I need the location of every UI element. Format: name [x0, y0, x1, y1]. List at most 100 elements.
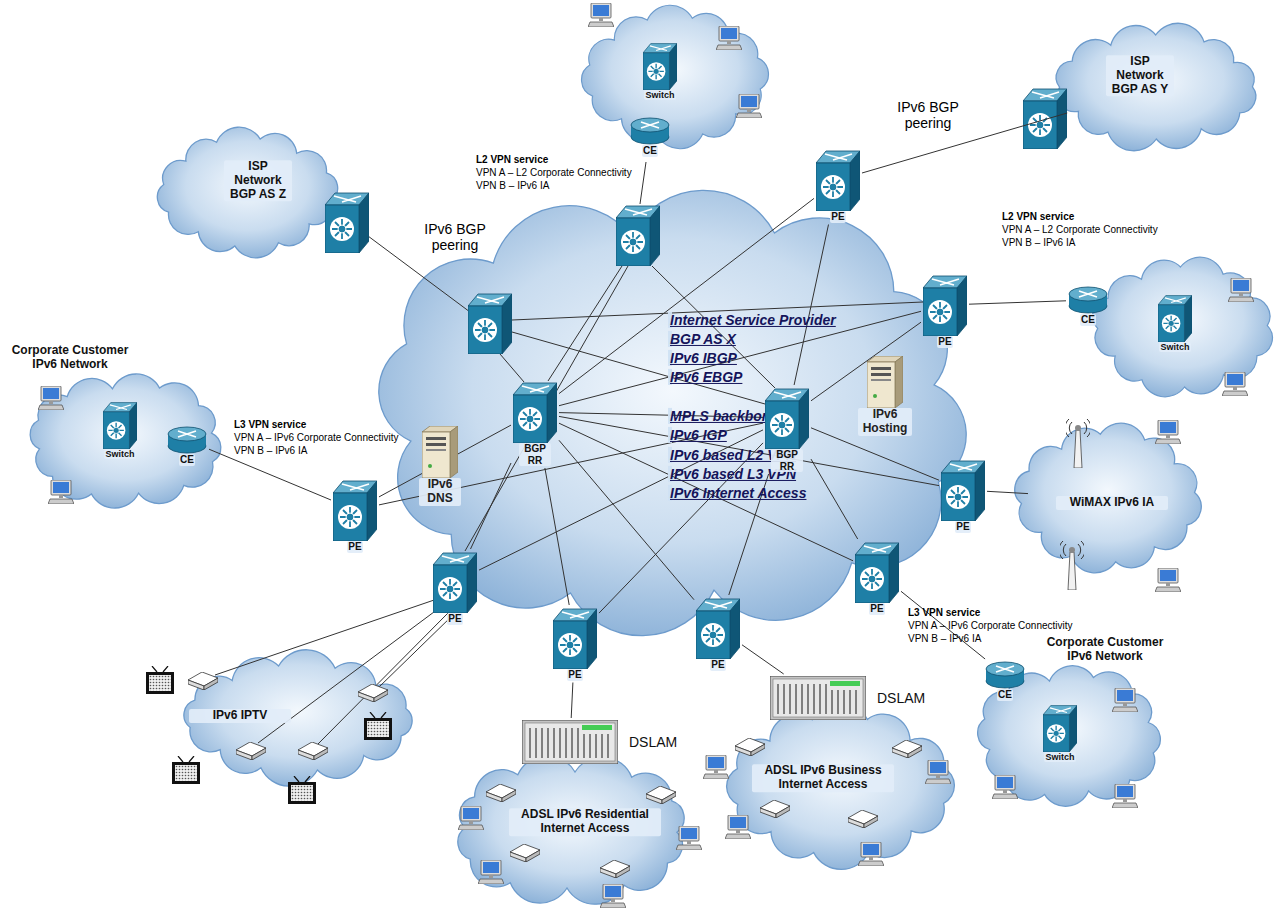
connector [742, 645, 784, 674]
device-label: CE [179, 454, 195, 466]
device-label: DSLAM [876, 690, 926, 706]
device-node: PE [696, 597, 740, 671]
cloud-outline [184, 650, 412, 786]
icon-use [1158, 296, 1192, 342]
cloud-label: ADSL IPv6 Business Internet Access [752, 764, 894, 792]
icon-use [867, 356, 903, 408]
cloud-outline [379, 190, 966, 635]
device-label: PE [447, 613, 462, 625]
sw-icon [433, 551, 477, 613]
pcs [38, 3, 1254, 908]
device-node: PE [816, 149, 860, 223]
cloud-label: IPv6 based L3 VPN [668, 466, 672, 482]
cloud-region: ISP Network BGP AS Z [150, 125, 345, 260]
cloud-label: BGP AS X [668, 331, 672, 347]
sw-icon [333, 479, 377, 541]
pc-icon [1228, 278, 1254, 302]
dslam-icon [770, 676, 866, 720]
cloud-label: Corporate Customer IPv6 Network [1039, 636, 1171, 664]
device-label: PE [567, 669, 582, 681]
device-label: PE [955, 521, 970, 533]
device-node: DSLAM [770, 676, 926, 720]
pc-icon [1222, 372, 1248, 396]
icon-use [770, 676, 866, 720]
device-label: DSLAM [628, 734, 678, 750]
pc-icon [588, 3, 614, 27]
dslam-icon [522, 720, 618, 764]
sw-icon [103, 401, 137, 449]
pc-icon [725, 815, 751, 839]
cloud-outline [1056, 23, 1256, 150]
device-node: PE [553, 607, 597, 681]
access-link [640, 162, 646, 204]
device-label: Switch [644, 90, 675, 100]
device-node: PE [941, 459, 985, 533]
cloud-outline [1093, 257, 1273, 397]
sw-icon [696, 597, 740, 659]
device-node: Switch [103, 401, 137, 459]
rt-icon [630, 117, 670, 145]
sw-icon [816, 149, 860, 211]
pc-icon [858, 842, 884, 866]
pc-icon [478, 860, 504, 884]
sw-icon [765, 387, 809, 449]
icon-use [1069, 287, 1107, 313]
pc-icon [716, 26, 742, 50]
device-node: CE [630, 117, 670, 157]
annotation: IPv6 BGP peering [419, 221, 491, 253]
connector [969, 301, 1066, 304]
cloud-outline [727, 703, 955, 870]
device-node: Switch [1158, 294, 1192, 352]
icon-use [1043, 706, 1077, 752]
iptv-link [378, 614, 454, 688]
pc-icon [600, 884, 626, 908]
icon-use [696, 599, 740, 659]
cloud-outline [157, 127, 337, 258]
device-label: PE [937, 336, 952, 348]
cloud-label: WiMAX IPv6 IA [1056, 496, 1168, 510]
device-label: PE [869, 603, 884, 615]
pc-icon [992, 775, 1018, 799]
device-label: BGP RR [771, 449, 803, 472]
device-node: Switch [1043, 704, 1077, 762]
device-label: CE [642, 145, 658, 157]
pc-icon [676, 826, 702, 850]
icon-use [433, 553, 477, 613]
connector [209, 449, 331, 500]
pc-icon [736, 94, 762, 118]
device-label: PE [830, 211, 845, 223]
device-label: BGP RR [519, 443, 551, 466]
device-node: BGP RR [513, 381, 557, 466]
device-node: PE [433, 551, 477, 625]
cloud-outline [458, 756, 684, 904]
icon-use [103, 403, 137, 449]
cloud-region: Corporate Customer IPv6 NetworkSwitchCE [4, 343, 236, 513]
cloud-label: Corporate Customer IPv6 Network [4, 344, 136, 372]
tv-icon [172, 756, 200, 784]
icon-use [986, 662, 1024, 688]
srv-icon [867, 356, 903, 408]
device-label: IPv6 Hosting [858, 408, 912, 436]
icon-use [631, 118, 669, 144]
cloud-region: ADSL IPv6 Business Internet Access [718, 700, 963, 872]
sw-icon [553, 607, 597, 669]
tv-icon [146, 666, 174, 694]
cloud-region: ISP Network BGP AS Y [1045, 22, 1267, 152]
device-node: PE [333, 479, 377, 553]
pc-icon [925, 760, 951, 784]
pc-icon [38, 386, 64, 410]
device-node: PE [923, 274, 967, 348]
icon-use [513, 383, 557, 443]
device-node: Switch [643, 42, 677, 100]
device-node: IPv6 Hosting [858, 356, 912, 436]
cloud-label: IPv6 IGP [668, 427, 672, 443]
cloud-label: MPLS backbone [668, 408, 672, 424]
device-node: CE [985, 661, 1025, 701]
device-node: IPv6 DNS [419, 426, 461, 506]
sw-icon [643, 42, 677, 90]
router-icon [616, 206, 660, 266]
icon-use [422, 426, 458, 478]
cloud-label: IPv6 based L2 VPN [668, 447, 672, 463]
srv-icon [422, 426, 458, 478]
sw-icon [855, 541, 899, 603]
